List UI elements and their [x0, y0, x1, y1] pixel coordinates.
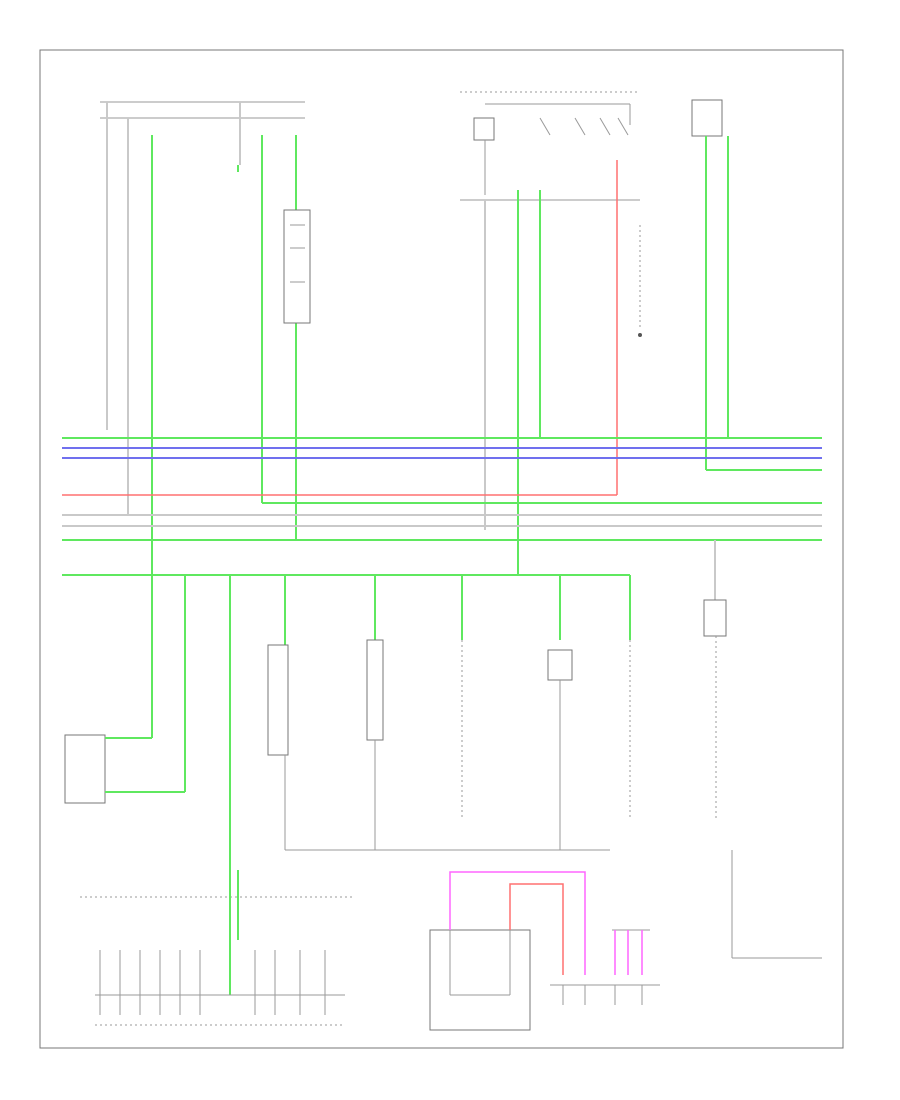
switch-box-1	[267, 644, 289, 756]
left-lower-sensor	[64, 734, 106, 804]
top-center-switch-block	[460, 91, 642, 575]
bottom-center-unit	[429, 871, 586, 1031]
top-right-module	[691, 99, 729, 470]
module-box	[691, 99, 723, 137]
bottom-left-connector	[80, 870, 355, 1026]
diagram-frame	[39, 49, 844, 1049]
sensor-box	[703, 599, 727, 637]
switch-box-2	[366, 639, 384, 741]
switch-box-3	[547, 649, 573, 681]
bottom-right-connector	[550, 929, 660, 1005]
middle-components	[64, 575, 822, 959]
control-unit-box	[429, 929, 531, 1031]
switch-component-box	[473, 117, 495, 141]
top-left-power-block	[100, 101, 311, 738]
bus-wires	[62, 437, 822, 600]
relay-component	[283, 209, 311, 324]
